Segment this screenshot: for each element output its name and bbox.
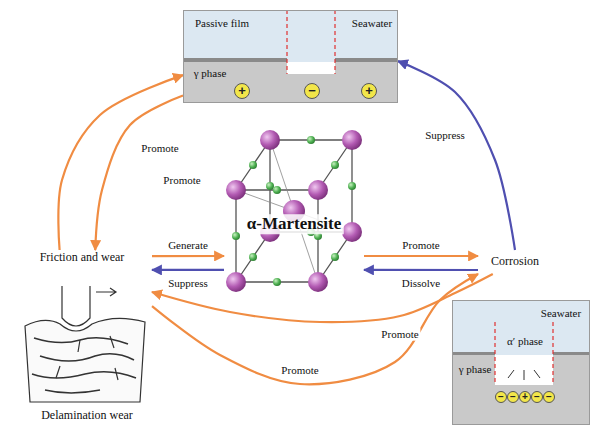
pitting-art	[508, 370, 540, 380]
edge-label: Dissolve	[400, 277, 443, 290]
arrow-connector	[152, 269, 224, 271]
carbon-atom	[249, 161, 257, 169]
passive-film-art	[183, 58, 287, 62]
wear-illustration	[62, 286, 90, 326]
edge-label: Suppress	[423, 129, 467, 142]
bcc-lattice	[236, 140, 352, 282]
pitting-art	[452, 355, 590, 425]
node-label: γ phase	[194, 67, 227, 80]
carbon-atom	[232, 232, 240, 240]
martensite-node: α-Martensite	[224, 128, 364, 294]
node-label: γ phase	[459, 363, 492, 376]
wear-illustration	[25, 286, 145, 402]
arrow-connector	[398, 61, 515, 250]
pitting-panel: Seawaterα′ phaseγ phase−−+−−	[452, 300, 590, 425]
pitting-art	[452, 300, 590, 355]
iron-atom	[226, 272, 246, 292]
passive-film-art	[334, 10, 335, 74]
node-label: Friction and wear	[40, 251, 125, 265]
wear-illustration	[32, 372, 136, 378]
edge-label: Promote	[400, 239, 441, 252]
node-label: Corrosion	[491, 255, 539, 269]
charge-symbol: +	[234, 83, 250, 99]
carbon-atom	[273, 186, 281, 194]
arrow-connector	[364, 269, 478, 271]
charge-symbol: −	[543, 391, 555, 403]
iron-atom	[226, 180, 246, 200]
edge-label: Promote	[139, 142, 180, 155]
arrow-connector	[152, 255, 224, 257]
edge-label: Promote	[379, 328, 420, 341]
charge-symbol: −	[495, 391, 507, 403]
node-label: α′ phase	[507, 335, 543, 348]
iron-atom	[342, 222, 362, 242]
edge-label: Promote	[161, 174, 202, 187]
pitting-art	[553, 352, 590, 355]
charge-symbol: −	[507, 391, 519, 403]
passive-film-art	[335, 58, 398, 62]
passive-film-art	[183, 10, 398, 103]
bcc-lattice	[236, 140, 352, 282]
node-label: α-Martensite	[244, 214, 344, 234]
bcc-lattice	[236, 140, 352, 282]
edge-label: Suppress	[166, 277, 210, 290]
wear-illustration	[40, 354, 134, 361]
iron-atom	[226, 130, 362, 292]
charge-symbol: −	[304, 83, 320, 99]
node-label: Passive film	[195, 17, 249, 30]
node-label: Seawater	[538, 307, 584, 320]
charge-symbol: +	[361, 83, 377, 99]
carbon-atom	[266, 182, 274, 190]
wear-illustration	[45, 390, 100, 393]
passive-film-art	[286, 10, 287, 74]
passive-film-art	[183, 62, 398, 103]
iron-atom	[342, 130, 362, 150]
edge-label: Generate	[166, 239, 210, 252]
edge-label: Promote	[279, 364, 320, 377]
charge-symbol: −	[531, 391, 543, 403]
carbon-atom	[249, 253, 257, 261]
node-label: Delamination wear	[41, 409, 133, 423]
pitting-art	[552, 322, 553, 385]
iron-atom	[308, 180, 328, 200]
wear-illustration	[25, 318, 145, 402]
carbon-atom	[348, 182, 356, 190]
pitting-art	[452, 300, 590, 425]
carbon-atom	[331, 161, 339, 169]
iron-atom	[260, 130, 280, 150]
arrow-connector	[152, 274, 478, 384]
pitting-art	[494, 322, 495, 385]
carbon-atom	[232, 136, 356, 286]
passive-film-art	[183, 10, 398, 62]
arrow-connector	[364, 255, 478, 257]
pitting-art	[452, 352, 495, 355]
wear-illustration	[96, 288, 116, 296]
carbon-atom	[331, 253, 339, 261]
corrosion-node: Corrosion	[478, 250, 552, 274]
bcc-lattice	[236, 190, 318, 282]
iron-atom	[308, 272, 328, 292]
wear-illustration	[34, 338, 128, 344]
carbon-atom	[273, 278, 281, 286]
node-label: Seawater	[352, 17, 392, 30]
wear-illustration	[56, 336, 118, 380]
arrow-connector	[58, 75, 183, 250]
carbon-atom	[307, 136, 315, 144]
wear-node: Friction and wearDelamination wear	[20, 250, 152, 428]
charge-symbol: +	[519, 391, 531, 403]
passive-film-panel: Passive film Seawater γ phase + − +	[183, 10, 398, 103]
